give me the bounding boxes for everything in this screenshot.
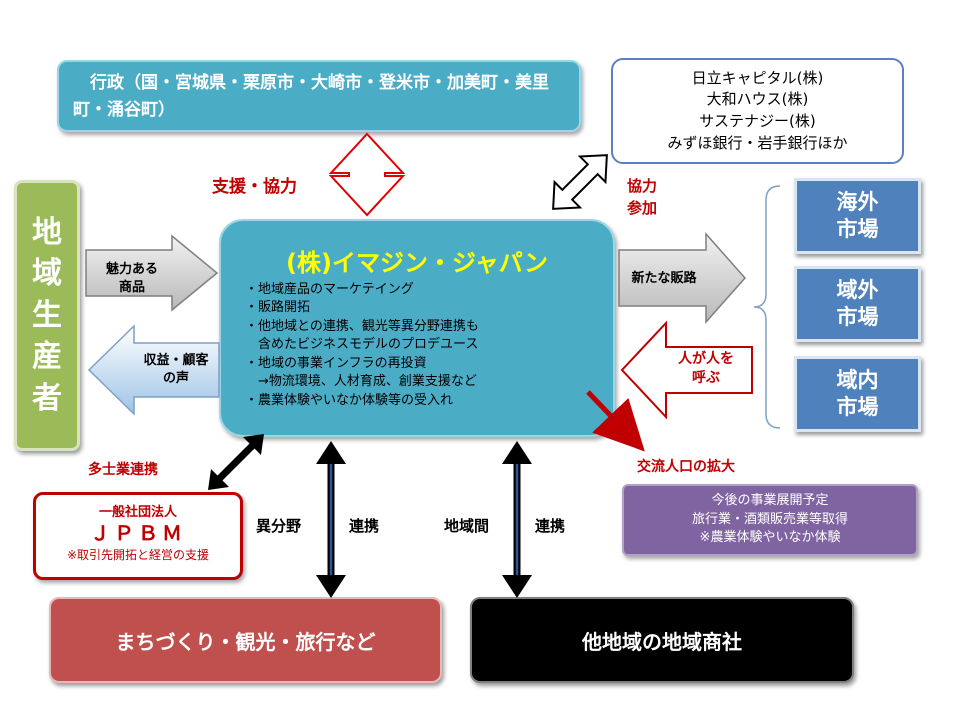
government-text: 行政（国・宮城県・栗原市・大崎市・登米市・加美町・美里町・涌谷町） [73, 73, 549, 121]
service-item: 含めたビジネスモデルのプロデユース [245, 337, 479, 353]
jpbm-box: 一般社団法人 ＪＰＢＭ ※取引先開拓と経営の支援 [33, 492, 243, 580]
attractive-products-label: 魅力ある 商品 [105, 262, 158, 295]
inter-region-label-a: 地域間 [444, 517, 490, 535]
government-box: 行政（国・宮城県・栗原市・大崎市・登米市・加美町・美里町・涌谷町） [57, 60, 581, 132]
cooperate-join-label: 協力 参加 [627, 177, 658, 217]
multi-professional-label: 多士業連携 [88, 462, 158, 478]
service-item: ・農業体験やいなか体験等の受入れ [245, 392, 454, 408]
exchange-population-arrow-icon [586, 390, 645, 452]
overseas-market-box: 海外 市場 [794, 178, 921, 254]
service-item: ・販路開拓 [245, 300, 311, 316]
regional-trading-company-box: 他地域の地域商社 [470, 597, 854, 683]
new-channels-label: 新たな販路 [631, 271, 697, 286]
service-item: ・他地域との連携、観光等異分野連携も [245, 318, 479, 334]
exchange-population-label: 交流人口の拡大 [637, 459, 735, 475]
cross-field-link-arrow-icon [316, 441, 346, 598]
town-development-box: まちづくり・観光・旅行など [49, 597, 442, 683]
attractive-products-arrow-icon [85, 234, 219, 312]
jpbm-type: 一般社団法人 [98, 505, 177, 520]
support-arrow-icon [328, 132, 406, 217]
markets-bracket [753, 185, 781, 429]
cross-field-label-a: 異分野 [256, 517, 302, 535]
partner-line: みずほ銀行・岩手銀行ほか [667, 133, 848, 152]
partner-line: 日立キャピタル(株) [691, 68, 824, 87]
future-plans-box: 今後の事業展開予定 旅行業・酒類販売業等取得 ※農業体験やいなか体験 [622, 484, 918, 556]
people-call-label: 人が人を 呼ぶ [678, 351, 734, 386]
jpbm-name: ＪＰＢＭ [90, 521, 186, 545]
partner-line: 大和ハウス(株) [706, 90, 809, 109]
partners-box: 日立キャピタル(株) 大和ハウス(株) サステナジー(株) みずほ銀行・岩手銀行… [611, 58, 904, 164]
service-item: →物流環境、人材育成、創業支援など [245, 374, 477, 390]
inside-region-market-box: 域内 市場 [794, 356, 921, 432]
profit-voice-label: 収益・顧客 の声 [143, 353, 209, 386]
future-plan-line: 今後の事業展開予定 [711, 492, 829, 508]
new-channels-arrow-icon [618, 232, 747, 324]
inter-region-link-arrow-icon [502, 441, 532, 598]
service-item: ・地域産品のマーケテイング [245, 282, 414, 297]
center-company-box: (株)イマジン・ジャパン ・地域産品のマーケテイング ・販路開拓 ・他地域との連… [219, 219, 615, 437]
jpbm-note: ※取引先開拓と経営の支援 [66, 548, 210, 562]
cross-field-label-b: 連携 [349, 517, 380, 535]
local-producers-box: 地 域 生 産 者 [14, 180, 80, 451]
future-plan-line: 旅行業・酒類販売業等取得 [691, 511, 848, 527]
partners-arrow-icon [552, 154, 608, 210]
inter-region-label-b: 連携 [535, 517, 566, 535]
regional-trading-company-label: 他地域の地域商社 [582, 629, 742, 654]
company-title: (株)イマジン・ジャパン [286, 249, 548, 277]
outside-region-market-box: 域外 市場 [794, 266, 921, 342]
people-call-arrow-icon [620, 320, 753, 420]
support-label: 支援・協力 [212, 177, 297, 197]
partner-line: サステナジー(株) [699, 112, 816, 130]
future-plan-line: ※農業体験やいなか体験 [699, 530, 841, 546]
local-producers-label: 地 域 生 産 者 [32, 215, 62, 416]
service-item: ・地域の事業インフラの再投資 [245, 355, 427, 371]
town-development-label: まちづくり・観光・旅行など [115, 629, 376, 654]
profit-voice-arrow-icon [87, 324, 220, 416]
jpbm-link-arrow-icon [208, 434, 264, 490]
